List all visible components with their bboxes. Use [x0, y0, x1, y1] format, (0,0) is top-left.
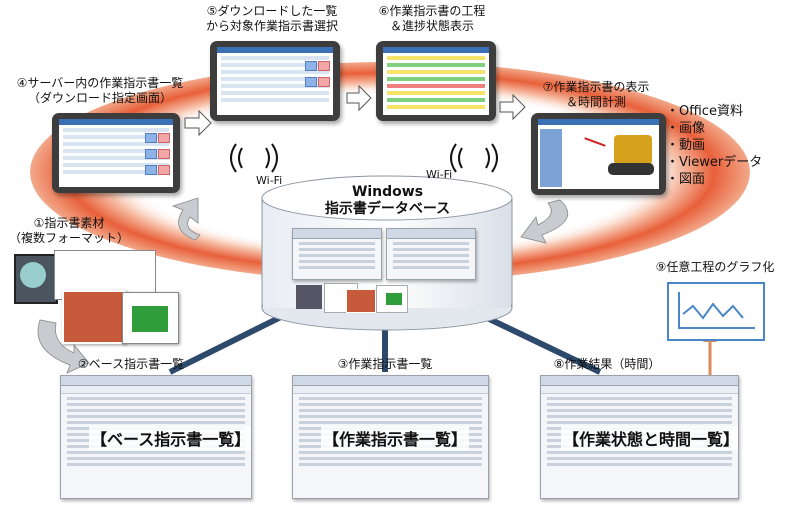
database-label: Windows 指示書データベース: [300, 184, 475, 218]
tablet-step4: [52, 113, 180, 193]
step7-caption: ⑦作業指示書の表示 ＆時間計測: [526, 80, 666, 110]
step1-line1: ①指示書素材: [4, 216, 134, 231]
step8-caption: ⑧作業結果（時間）: [542, 357, 672, 372]
step6-line1: ⑥作業指示書の工程: [362, 4, 502, 19]
database-subtitle: 指示書データベース: [300, 201, 475, 218]
db-material-thumbs: [296, 283, 416, 313]
step5-line2: から対象作業指示書選択: [192, 19, 352, 34]
graph-line-icon: [669, 284, 763, 339]
screen-result-title: 【作業状態と時間一覧】: [561, 426, 739, 450]
step7-line2: ＆時間計測: [526, 95, 666, 110]
format-item-office: ・Office資料: [666, 103, 762, 120]
step7-line1: ⑦作業指示書の表示: [526, 80, 666, 95]
step4-line1: ④サーバー内の作業指示書一覧: [10, 76, 190, 91]
format-item-image: ・画像: [666, 120, 762, 137]
tablet-step5: [210, 41, 340, 121]
tablet-step7: [531, 113, 666, 195]
wifi-left-label: Wi-Fi: [256, 174, 282, 187]
step6-caption: ⑥作業指示書の工程 ＆進捗状態表示: [362, 4, 502, 34]
step1-caption: ①指示書素材 （複数フォーマット）: [4, 216, 134, 246]
screen-result-list: 【作業状態と時間一覧】: [540, 375, 739, 499]
step5-caption: ⑤ダウンロードした一覧 から対象作業指示書選択: [192, 4, 352, 34]
format-list: ・Office資料 ・画像 ・動画 ・Viewerデータ ・図面: [666, 103, 762, 188]
step9-caption: ⑨任意工程のグラフ化: [640, 260, 790, 275]
step4-line2: （ダウンロード指定画面）: [10, 91, 190, 106]
graph-box: [667, 282, 765, 341]
tablet-step6: [376, 41, 496, 121]
step1-line2: （複数フォーマット）: [4, 231, 134, 246]
step6-line2: ＆進捗状態表示: [362, 19, 502, 34]
database-title: Windows: [300, 184, 475, 201]
format-item-video: ・動画: [666, 137, 762, 154]
screen-base-title: 【ベース指示書一覧】: [89, 426, 252, 450]
format-item-viewer: ・Viewerデータ: [666, 154, 762, 171]
screen-work-title: 【作業指示書一覧】: [321, 426, 469, 450]
screen-work-list: 【作業指示書一覧】: [292, 375, 489, 499]
db-screenshot-1: [292, 228, 382, 280]
material-collage: [14, 250, 184, 345]
screen-base-list: 【ベース指示書一覧】: [60, 375, 252, 499]
db-screenshot-2: [386, 228, 476, 280]
format-item-drawing: ・図面: [666, 171, 762, 188]
wifi-right-label: Wi-Fi: [426, 168, 452, 181]
step5-line1: ⑤ダウンロードした一覧: [192, 4, 352, 19]
step3-caption: ③作業指示書一覧: [330, 357, 440, 372]
step2-caption: ②ベース指示書一覧: [66, 357, 196, 372]
step4-caption: ④サーバー内の作業指示書一覧 （ダウンロード指定画面）: [10, 76, 190, 106]
